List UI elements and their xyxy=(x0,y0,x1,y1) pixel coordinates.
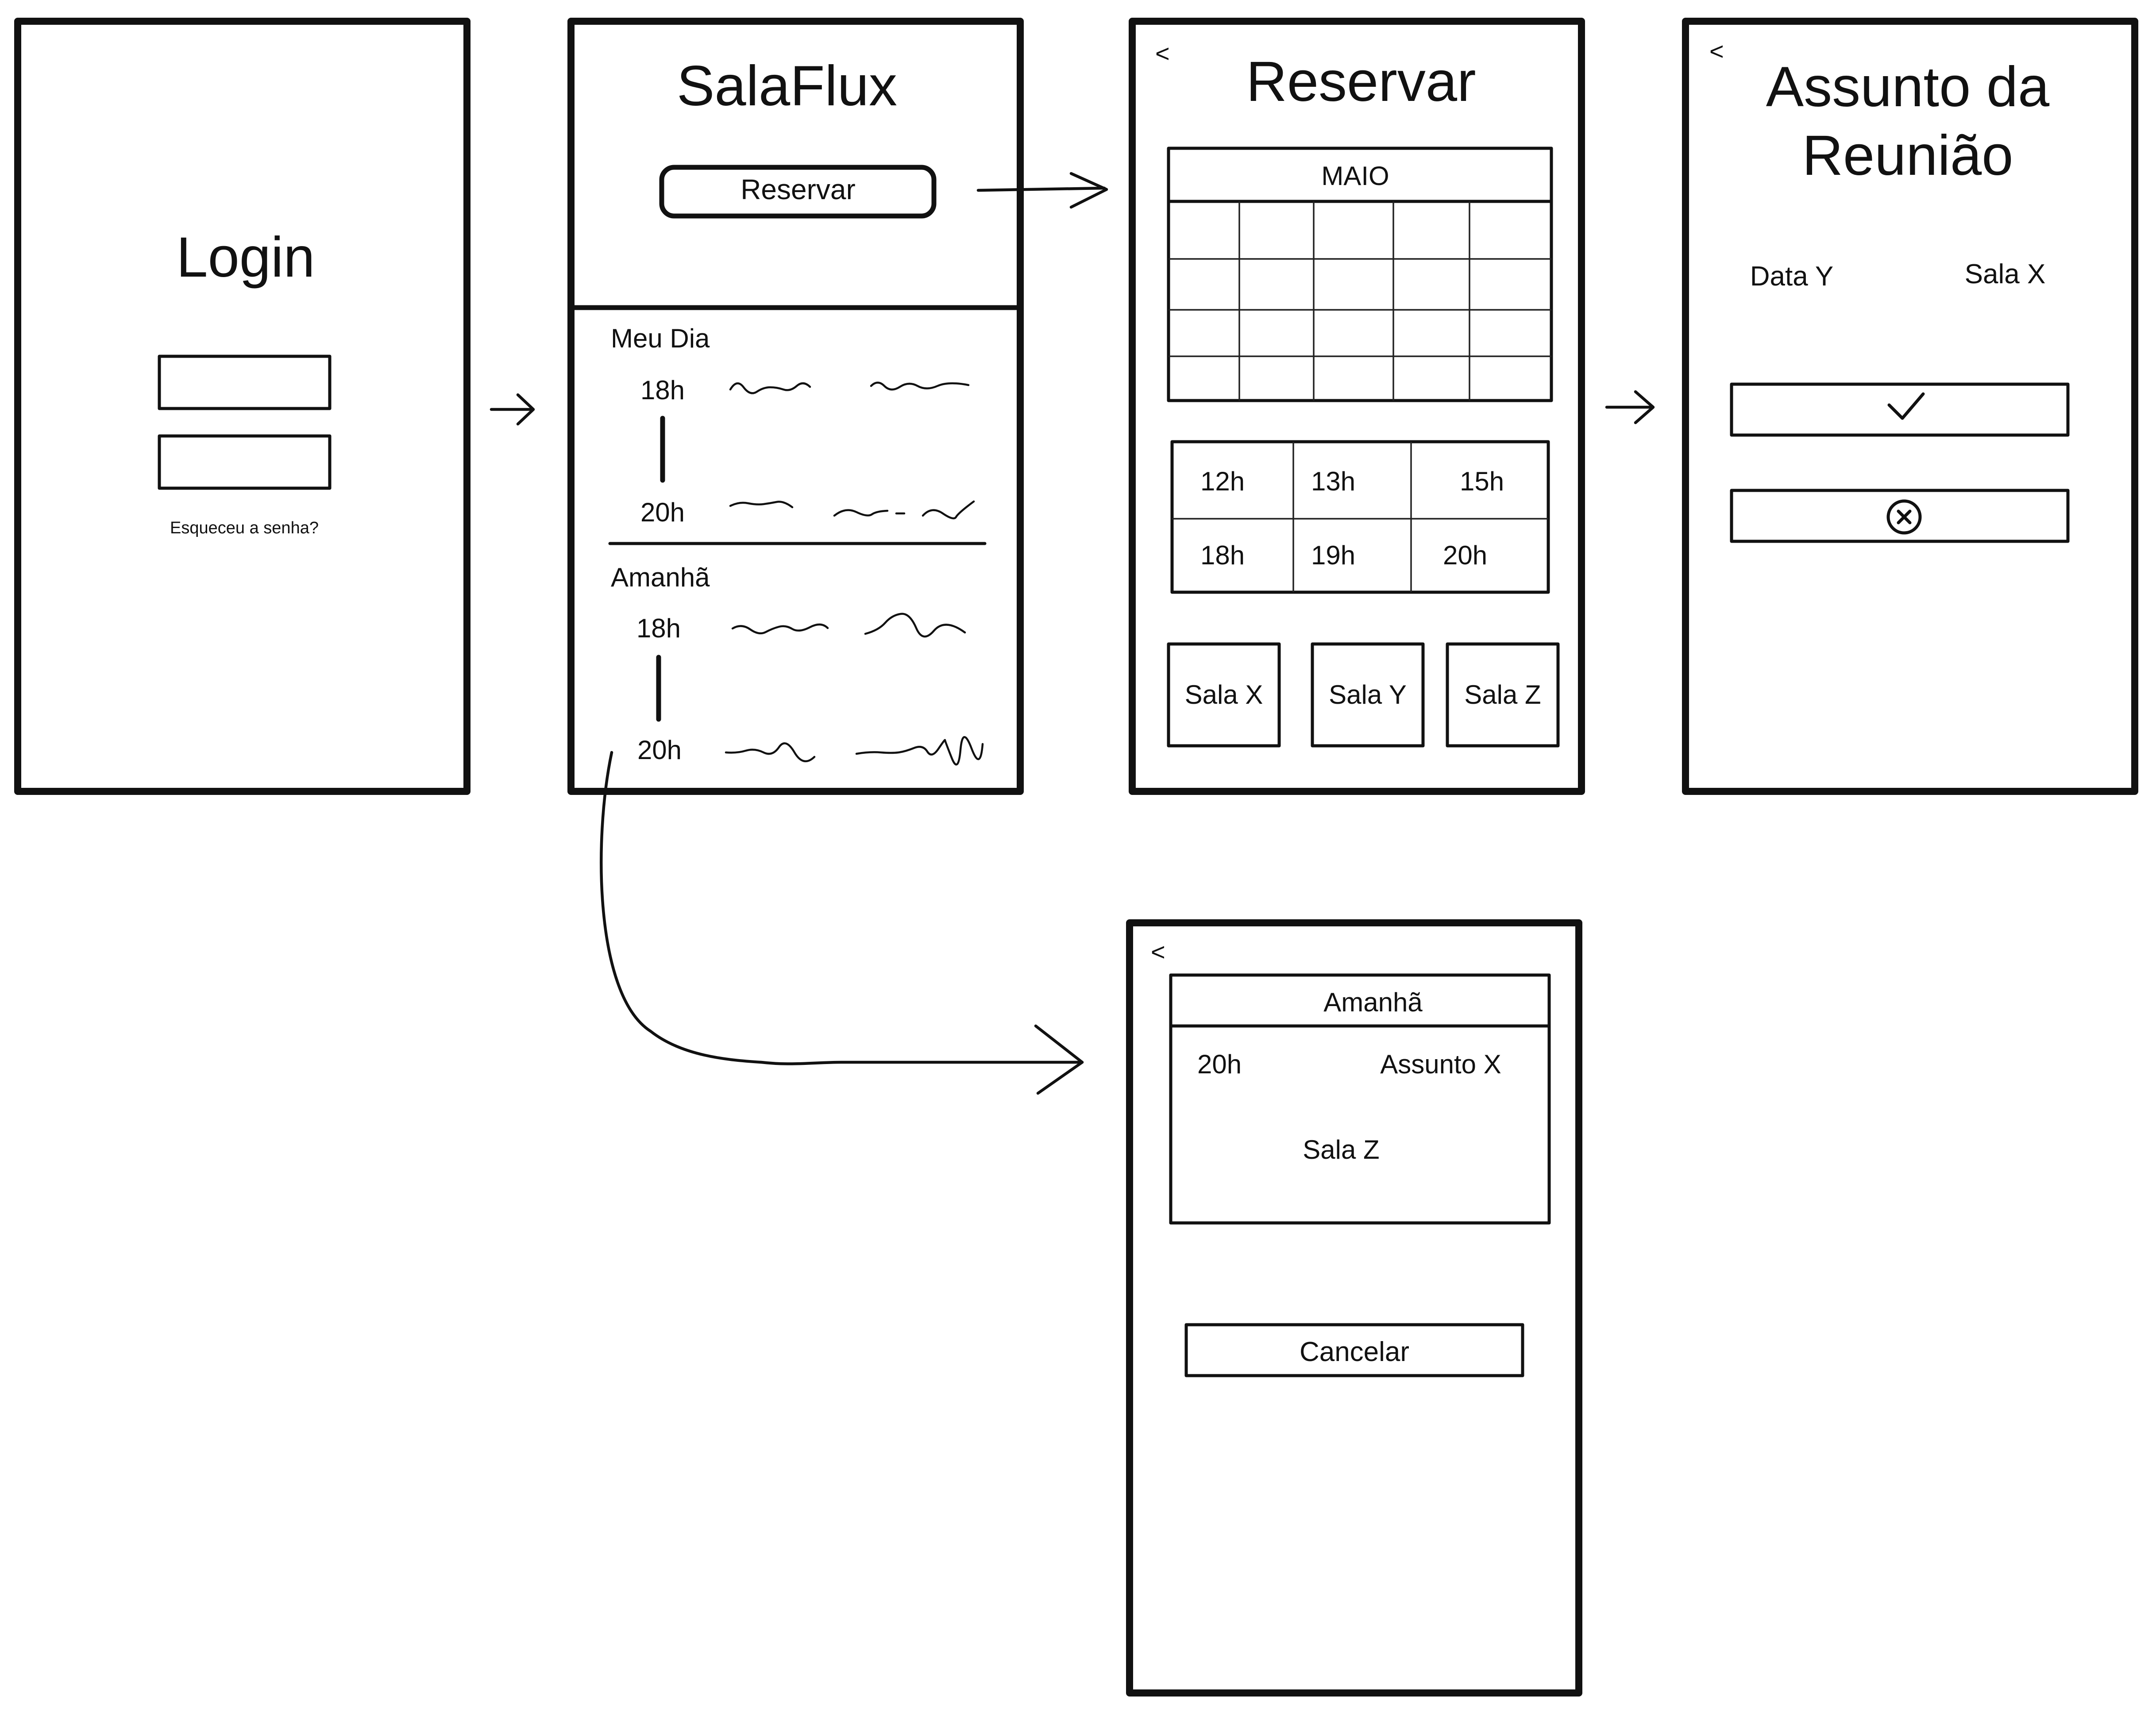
subject-screen: < Assunto da Reunião Data Y Sala X xyxy=(1682,18,2138,795)
time-slot[interactable]: 19h xyxy=(1311,540,1355,570)
scribble-placeholder xyxy=(731,623,829,635)
cancel-meeting-label: Cancelar xyxy=(1300,1337,1409,1367)
time-slot[interactable]: 18h xyxy=(1200,540,1245,570)
home-screen: SalaFlux Reservar Meu Dia 18h 20h Amanhã… xyxy=(567,18,1024,795)
arrow-login-to-home xyxy=(490,393,535,426)
back-button[interactable]: < xyxy=(1155,39,1170,67)
tomorrow-start-time: 18h xyxy=(636,613,681,643)
username-field[interactable] xyxy=(158,355,332,410)
calendar-grid[interactable] xyxy=(1169,201,1551,401)
arrow-tomorrow-to-detail xyxy=(600,751,1084,1095)
app-name: SalaFlux xyxy=(677,54,897,118)
tomorrow-end-time[interactable]: 20h xyxy=(637,735,682,765)
arrow-reserve-to-calendar xyxy=(976,172,1108,209)
detail-frame xyxy=(1126,919,1582,1697)
arrow-calendar-to-subject xyxy=(1605,390,1655,424)
subject-title-line2: Reunião xyxy=(1802,124,2013,187)
scribble-placeholder xyxy=(855,736,984,766)
room-label: Sala Y xyxy=(1329,680,1407,709)
calendar-month: MAIO xyxy=(1321,161,1389,191)
password-field[interactable] xyxy=(158,434,332,490)
login-frame xyxy=(14,18,471,795)
reserve-title: Reservar xyxy=(1246,50,1476,113)
forgot-password-link[interactable]: Esqueceu a senha? xyxy=(170,519,319,537)
time-slot[interactable]: 15h xyxy=(1460,467,1504,496)
room-label: Sala Z xyxy=(1464,680,1541,709)
meeting-day: Amanhã xyxy=(1323,987,1423,1017)
time-slot[interactable]: 20h xyxy=(1443,540,1487,570)
scribble-placeholder xyxy=(725,742,816,763)
today-heading: Meu Dia xyxy=(611,324,710,353)
meeting-subject: Assunto X xyxy=(1380,1049,1501,1079)
scribble-placeholder xyxy=(870,382,970,391)
room-button[interactable] xyxy=(1446,642,1560,748)
reserve-button[interactable] xyxy=(659,165,937,219)
time-slot[interactable]: 13h xyxy=(1311,467,1355,496)
check-icon xyxy=(1887,392,1925,420)
scribble-placeholder xyxy=(729,382,811,394)
scribble-placeholder xyxy=(833,500,975,520)
confirm-button[interactable] xyxy=(1730,382,2070,437)
reserve-frame xyxy=(1129,18,1585,795)
tomorrow-heading: Amanhã xyxy=(611,563,710,592)
back-button[interactable]: < xyxy=(1709,37,1724,65)
reserve-button-label: Reservar xyxy=(741,174,856,205)
room-button[interactable] xyxy=(1311,642,1425,748)
calendar xyxy=(1167,147,1553,402)
today-start-time: 18h xyxy=(640,375,685,405)
subject-frame xyxy=(1682,18,2138,795)
room-label: Sala X xyxy=(1185,680,1263,709)
scribble-placeholder xyxy=(864,613,966,638)
room-button[interactable] xyxy=(1167,642,1281,748)
subject-title-line1: Assunto da xyxy=(1766,55,2050,119)
meeting-card xyxy=(1169,973,1551,1225)
meeting-room: Sala Z xyxy=(1303,1135,1379,1164)
meeting-time: 20h xyxy=(1197,1049,1242,1079)
circle-x-icon xyxy=(1886,499,1922,535)
back-button[interactable]: < xyxy=(1151,938,1165,966)
selected-room: Sala X xyxy=(1965,259,2046,289)
time-slot[interactable]: 12h xyxy=(1200,467,1245,496)
cancel-meeting-button[interactable] xyxy=(1184,1323,1524,1377)
selected-date: Data Y xyxy=(1750,261,1833,292)
cancel-icon-button[interactable] xyxy=(1730,489,2070,543)
scribble-placeholder xyxy=(729,501,794,509)
login-title: Login xyxy=(176,226,315,289)
login-screen: Login Esqueceu a senha? xyxy=(14,18,471,795)
home-frame xyxy=(567,18,1024,795)
today-end-time: 20h xyxy=(640,497,685,527)
reserve-screen: < Reservar MAIO 12h 13h 15h 18h 19h 20h … xyxy=(1129,18,1585,795)
time-slot-grid xyxy=(1170,440,1550,594)
detail-screen: < Amanhã 20h Assunto X Sala Z Cancelar xyxy=(1126,919,1582,1697)
